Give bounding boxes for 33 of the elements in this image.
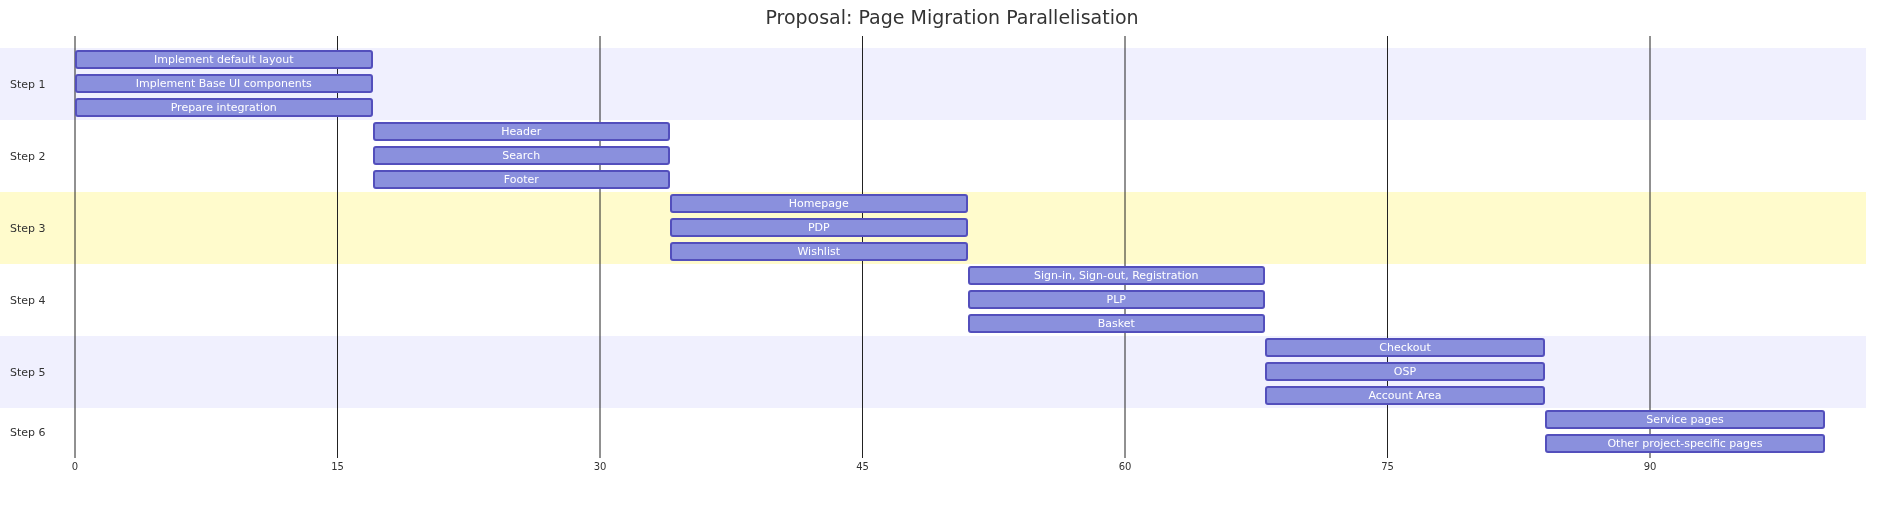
section-label: Step 5 — [10, 365, 46, 379]
section-band — [0, 192, 1866, 264]
task-bar: Account Area — [1265, 386, 1545, 405]
axis-tick-label: 30 — [593, 461, 607, 472]
task-bar: Prepare integration — [75, 98, 373, 117]
task-bar: PDP — [670, 218, 968, 237]
section-label: Step 6 — [10, 425, 46, 439]
task-bar: Search — [372, 146, 670, 165]
task-bar: Service pages — [1545, 410, 1825, 429]
task-bar: Homepage — [670, 194, 968, 213]
task-bar: Implement default layout — [75, 50, 373, 69]
axis-tick-label: 45 — [856, 461, 869, 472]
task-bar: Checkout — [1265, 338, 1545, 357]
axis-tick-label: 15 — [331, 461, 344, 472]
axis-tick-label: 75 — [1381, 461, 1394, 472]
section-band — [0, 48, 1866, 120]
task-bar: Other project-specific pages — [1545, 434, 1825, 453]
task-bar: Basket — [967, 314, 1265, 333]
axis-tick-label: 0 — [71, 461, 79, 472]
section-label: Step 4 — [10, 293, 46, 307]
chart-title: Proposal: Page Migration Parallelisation — [764, 6, 1140, 28]
section-label: Step 1 — [10, 77, 46, 91]
section-label: Step 2 — [10, 149, 46, 163]
task-bar: Footer — [372, 170, 670, 189]
axis-tick-label: 60 — [1118, 461, 1132, 472]
section-label: Step 3 — [10, 221, 46, 235]
task-bar: PLP — [967, 290, 1265, 309]
task-bar: Header — [372, 122, 670, 141]
task-bar: Sign-in, Sign-out, Registration — [967, 266, 1265, 285]
task-bar: Implement Base UI components — [75, 74, 373, 93]
task-bar: Wishlist — [670, 242, 968, 261]
section-band — [0, 336, 1866, 408]
task-bar: OSP — [1265, 362, 1545, 381]
